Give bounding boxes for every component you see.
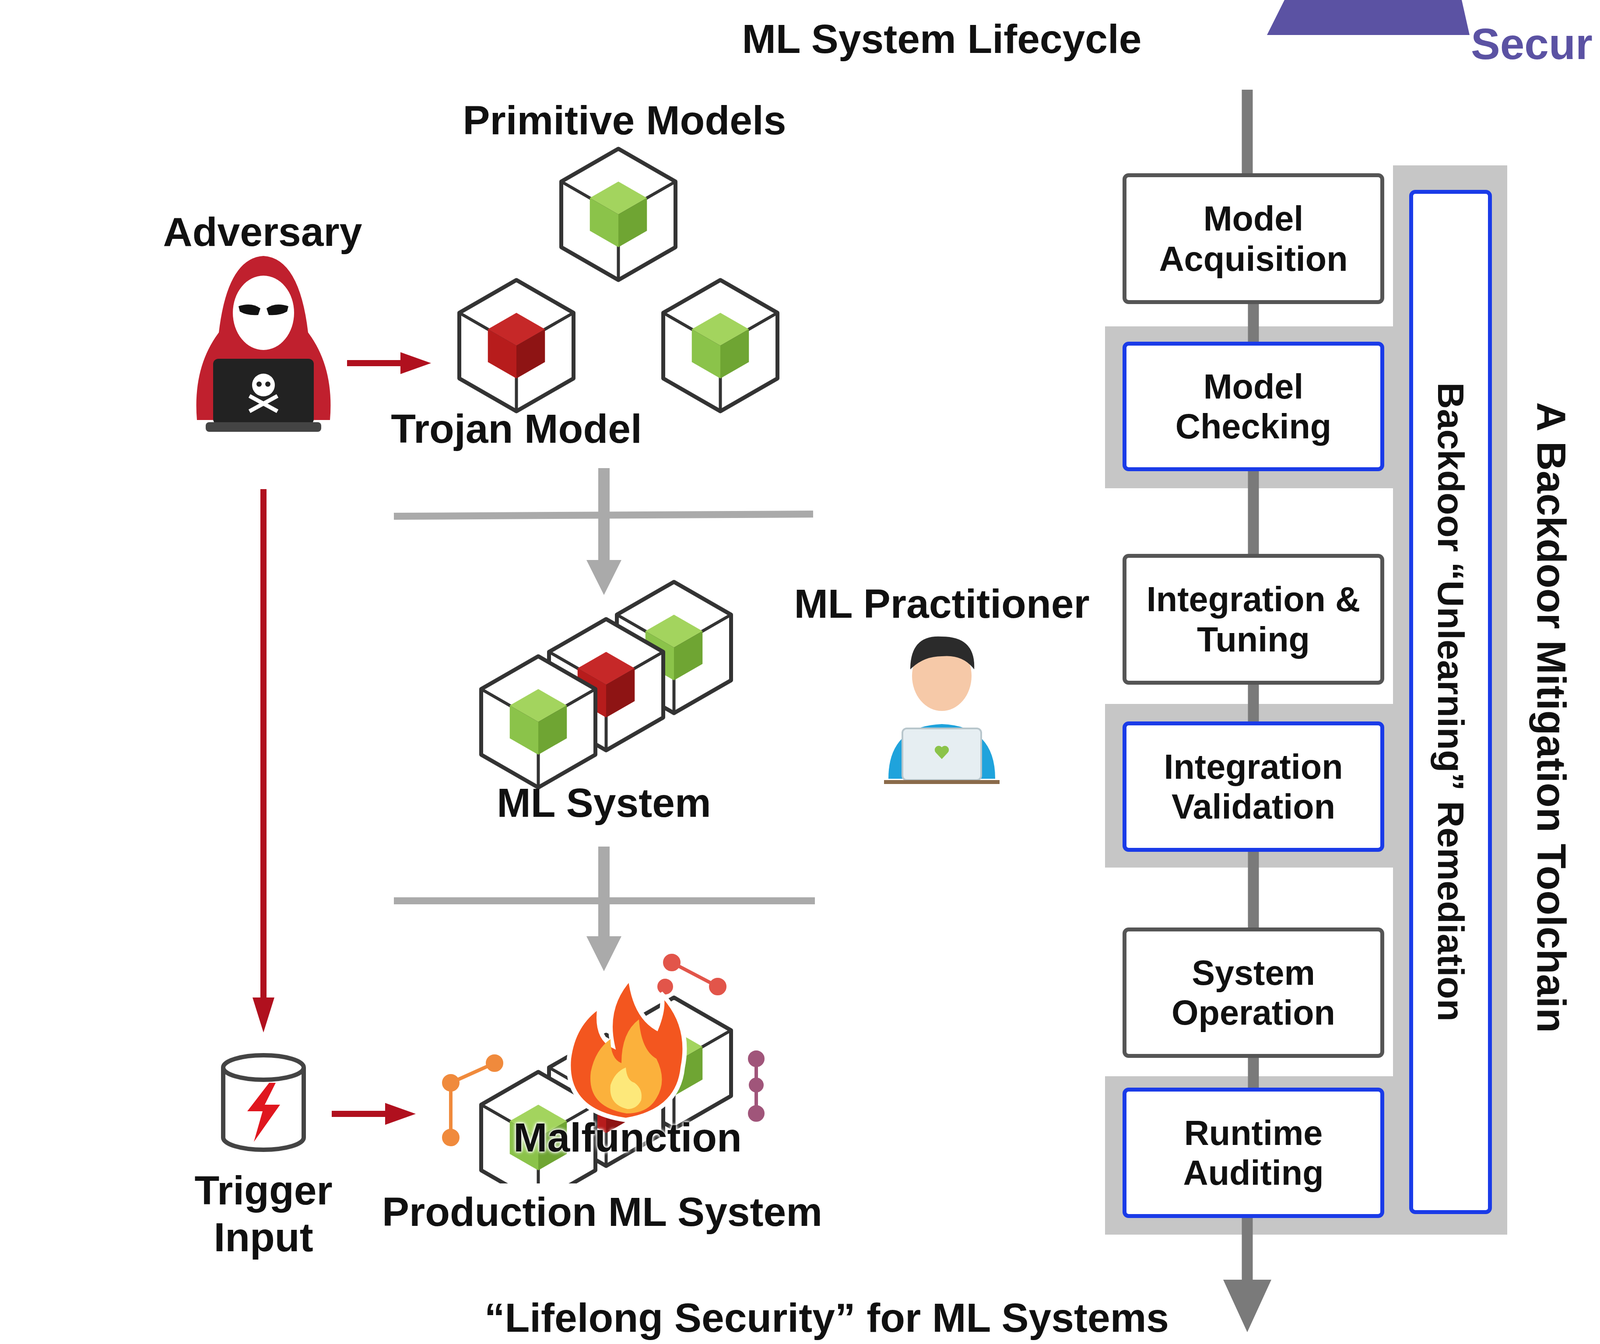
stage-box: Integration & Tuning [1122, 554, 1385, 685]
model-cube [459, 280, 574, 412]
stage-label: System Operation [1126, 953, 1381, 1033]
lifecycle-connector [1248, 304, 1260, 342]
stage-box: Model Checking [1122, 341, 1385, 472]
stage-box: Integration Validation [1122, 721, 1385, 853]
figure-label: Primitive Models [462, 97, 786, 144]
lifecycle-axis [1242, 1216, 1253, 1287]
figure-label: ML Practitioner [793, 580, 1090, 628]
stage-label: Integration & Tuning [1126, 579, 1381, 660]
diagram-title: ML System Lifecycle [741, 15, 1142, 63]
fire-icon [568, 978, 685, 1121]
stage-label: Runtime Auditing [1126, 1113, 1381, 1193]
attack-arrows [252, 352, 432, 1126]
trigger-input-icon [223, 1055, 304, 1151]
flow-arrows [393, 468, 815, 972]
stage-label: Backdoor “Unlearning” Remediation [1429, 373, 1472, 1031]
lifecycle-connector [1248, 852, 1260, 928]
stage-label: Model Acquisition [1126, 198, 1381, 279]
stage-box: System Operation [1122, 927, 1385, 1059]
model-cube [481, 656, 596, 788]
figure-label: A Backdoor Mitigation Toolchain [1528, 402, 1576, 1034]
lifecycle-connector [1248, 1058, 1260, 1088]
stage-box: Model Acquisition [1122, 173, 1385, 305]
figure-label: Production ML System [382, 1189, 823, 1236]
remediation-box: Backdoor “Unlearning” Remediation [1409, 189, 1492, 1215]
figure-label: Trojan Model [390, 405, 643, 453]
diagram-caption: “Lifelong Security” for ML Systems [484, 1294, 1169, 1342]
toolchain-panel [1105, 165, 1508, 1236]
stage-label: Model Checking [1126, 366, 1381, 447]
model-cube [561, 148, 676, 281]
stage-box: Runtime Auditing [1122, 1087, 1385, 1219]
lifecycle-connector [1248, 684, 1260, 722]
figure-label: Adversary [163, 208, 363, 256]
lifecycle-connector [1248, 471, 1260, 555]
adversary-figure [196, 256, 331, 432]
logo-shape [1266, 0, 1470, 36]
figure-label: Secur [1470, 18, 1593, 70]
figure-label: Malfunction [513, 1114, 742, 1162]
axis-arrowhead [1223, 1280, 1272, 1333]
lifecycle-axis [1242, 89, 1253, 176]
model-cube [663, 280, 778, 412]
stage-label: Integration Validation [1126, 747, 1381, 827]
practitioner-figure [884, 636, 1000, 785]
figure-label: ML System [496, 779, 711, 827]
figure-label: Trigger Input [184, 1167, 343, 1262]
